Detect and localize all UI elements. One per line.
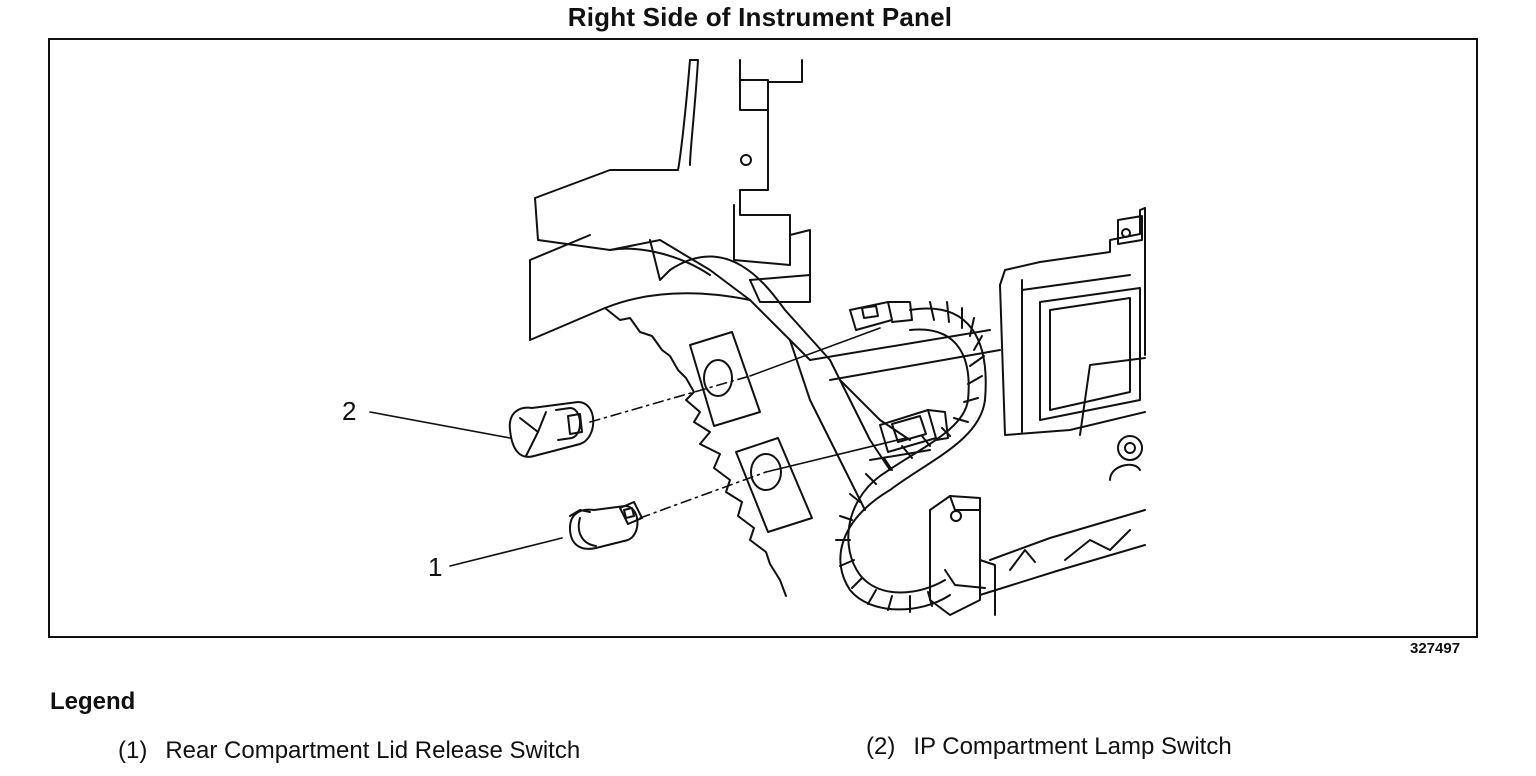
callout-1-label: 1 — [428, 552, 443, 582]
callout-2-leader — [369, 411, 511, 439]
legend-item-label: IP Compartment Lamp Switch — [913, 733, 1232, 760]
ip-compartment-lamp-switch-illustration — [508, 401, 595, 458]
legend-heading: Legend — [50, 688, 136, 715]
rear-compartment-lid-release-switch-illustration — [569, 501, 643, 550]
wiring-harness — [835, 301, 996, 616]
legend-item-label: Rear Compartment Lid Release Switch — [165, 737, 581, 764]
callout-2-label: 2 — [342, 396, 357, 426]
callout-leaders — [369, 327, 907, 567]
switch-1-assembly-line — [639, 471, 767, 519]
callout-1-leader — [449, 537, 563, 567]
illustration-frame: 2 1 — [48, 38, 1478, 638]
glove-box-bracket — [979, 207, 1146, 596]
switch-2-assembly-line — [589, 375, 751, 423]
legend-item: (1) Rear Compartment Lid Release Switch — [118, 737, 580, 765]
legend-item: (2) IP Compartment Lamp Switch — [866, 733, 1232, 761]
figure-id: 327497 — [1410, 640, 1461, 657]
instrument-panel-structure — [529, 59, 1001, 597]
legend-item-number: (1) — [118, 737, 148, 764]
legend-item-number: (2) — [866, 733, 896, 760]
diagram-title: Right Side of Instrument Panel — [567, 2, 953, 32]
instrument-panel-illustration — [369, 59, 1146, 616]
